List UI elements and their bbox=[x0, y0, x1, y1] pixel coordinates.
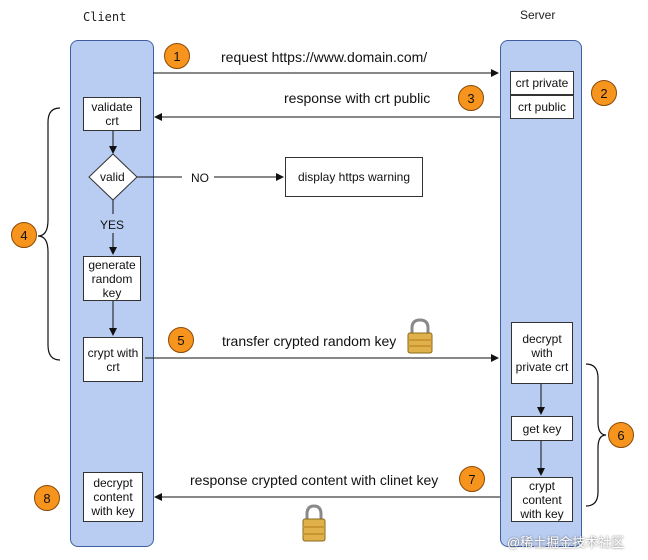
lock-icon bbox=[302, 504, 326, 542]
decrypt-content-box: decrypt content with key bbox=[83, 472, 143, 522]
step-badge-4: 4 bbox=[11, 222, 37, 248]
step-badge-1: 1 bbox=[164, 43, 190, 69]
step-badge-2: 2 bbox=[591, 80, 617, 106]
watermark: @稀土掘金技术社区 bbox=[507, 535, 625, 550]
get-key-box: get key bbox=[511, 416, 573, 441]
crt-private-box: crt private bbox=[510, 71, 574, 95]
crypt-content-box: crypt content with key bbox=[511, 477, 573, 522]
step-badge-5: 5 bbox=[168, 327, 194, 353]
step-badge-8: 8 bbox=[34, 485, 60, 511]
response-content-label: response crypted content with clinet key bbox=[190, 472, 439, 488]
response-crt-label: response with crt public bbox=[284, 90, 431, 106]
https-warning-box: display https warning bbox=[285, 157, 423, 197]
crypt-with-crt-box: crypt with crt bbox=[83, 337, 143, 382]
client-header: Client bbox=[83, 10, 127, 24]
decrypt-private-box: decrypt with private crt bbox=[511, 322, 573, 384]
step-badge-7: 7 bbox=[459, 466, 485, 492]
generate-key-box: generate random key bbox=[83, 256, 141, 301]
server-header: Server bbox=[520, 8, 556, 22]
step-badge-6: 6 bbox=[608, 422, 634, 448]
validate-crt-box: validate crt bbox=[83, 97, 141, 131]
transfer-key-label: transfer crypted random key bbox=[222, 333, 397, 349]
yes-label: YES bbox=[100, 218, 125, 232]
brace-right bbox=[585, 363, 607, 507]
brace-left bbox=[37, 107, 61, 361]
lock-icon bbox=[407, 318, 433, 354]
crt-public-box: crt public bbox=[510, 95, 574, 119]
request-label: request https://www.domain.com/ bbox=[221, 49, 428, 65]
step-badge-3: 3 bbox=[458, 85, 484, 111]
valid-label: valid bbox=[100, 170, 125, 184]
no-label: NO bbox=[191, 171, 209, 185]
